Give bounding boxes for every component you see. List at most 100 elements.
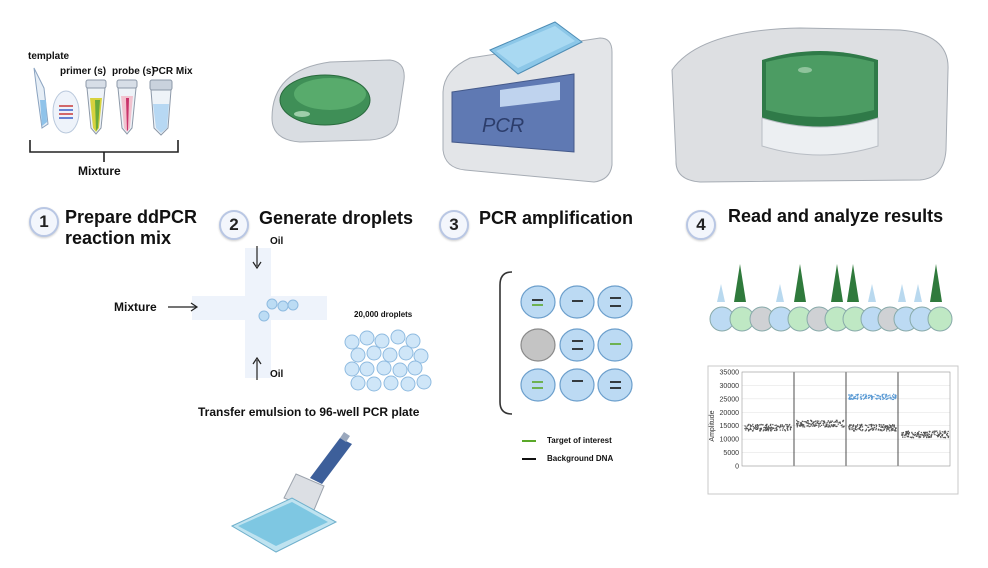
negative-droplet-point [922, 431, 925, 434]
negative-droplet-point [779, 427, 781, 429]
negative-droplet-point [801, 425, 803, 427]
negative-droplet-point [933, 431, 935, 434]
negative-droplet-point [886, 426, 889, 428]
negative-droplet-point [908, 431, 911, 434]
negative-droplet-point [789, 428, 792, 430]
negative-droplet-point [769, 427, 771, 429]
negative-droplet-point [881, 429, 883, 431]
negative-droplet-point [842, 420, 844, 422]
positive-droplet-point [849, 396, 851, 398]
negative-droplet-point [770, 430, 772, 432]
negative-droplet-point [907, 430, 909, 433]
negative-droplet-point [810, 423, 812, 425]
positive-droplet-point [854, 397, 856, 400]
negative-droplet-point [829, 426, 832, 428]
negative-droplet-point [905, 431, 908, 434]
negative-droplet-point [818, 426, 820, 428]
positive-droplet-point [848, 397, 850, 400]
negative-droplet-point [757, 426, 759, 428]
positive-droplet-point [852, 398, 854, 400]
positive-droplet-point [885, 393, 887, 396]
negative-droplet-point [755, 424, 757, 427]
negative-droplet-point [944, 432, 946, 434]
negative-droplet-point [944, 437, 947, 439]
negative-droplet-point [822, 424, 825, 426]
96-well-plate-icon [230, 497, 338, 553]
negative-droplet-point [919, 434, 921, 436]
negative-droplet-point [836, 421, 838, 423]
pcr-droplet-grid [520, 285, 633, 402]
negative-droplet-point [771, 428, 773, 431]
positive-droplet-point [856, 397, 858, 400]
positive-droplet-point [882, 398, 884, 400]
positive-droplet-point [856, 398, 858, 400]
step-2-number: 2 [219, 210, 249, 240]
negative-droplet-point [894, 430, 896, 432]
fluorescence-peaks [717, 264, 942, 302]
negative-droplet-point [893, 426, 895, 428]
negative-droplet-point [906, 435, 909, 437]
positive-droplet-point [892, 395, 894, 398]
y-axis-label: Amplitude [709, 410, 716, 441]
negative-droplet-point [873, 426, 875, 428]
positive-droplet-point [877, 397, 879, 399]
negative-droplet-point [887, 426, 890, 428]
negative-droplet-point [878, 424, 881, 426]
negative-droplet-point [888, 428, 890, 430]
positive-droplet-point [864, 395, 867, 397]
positive-droplet-point [864, 396, 867, 398]
negative-droplet-point [944, 430, 947, 432]
negative-droplet-point [893, 424, 895, 426]
negative-droplet-point [805, 422, 807, 424]
negative-droplet-point [912, 436, 914, 438]
negative-droplet-point [767, 426, 769, 428]
negative-droplet-point [843, 425, 845, 427]
negative-droplet-point [885, 425, 887, 427]
negative-droplet-point [776, 426, 778, 428]
positive-droplet-point [886, 398, 888, 400]
negative-droplet-point [833, 424, 835, 426]
negative-droplet-point [751, 430, 754, 432]
negative-droplet-point [825, 423, 827, 425]
negative-droplet-point [918, 437, 920, 439]
positive-droplet-point [889, 396, 892, 398]
positive-droplet-point [894, 398, 896, 400]
negative-droplet-point [818, 423, 820, 425]
positive-droplet-point [888, 395, 890, 397]
negative-droplet-point [901, 433, 903, 435]
negative-droplet-point [799, 425, 801, 427]
amplitude-chart: Amplitude 350003000025000200001500010000… [707, 365, 959, 495]
negative-droplet-point [881, 426, 884, 429]
negative-droplet-point [756, 425, 759, 427]
negative-droplet-point [828, 424, 830, 426]
negative-droplet-point [905, 434, 907, 436]
negative-droplet-point [895, 430, 897, 432]
negative-droplet-point [919, 436, 922, 438]
droplet-cluster [344, 329, 432, 392]
negative-droplet-point [850, 424, 853, 426]
negative-droplet-point [752, 425, 755, 428]
negative-droplet-point [760, 428, 762, 430]
positive-droplet-point [865, 397, 867, 399]
negative-droplet-point [852, 426, 854, 428]
negative-droplet-point [773, 429, 776, 432]
negative-droplet-point [752, 423, 754, 425]
negative-droplet-point [759, 430, 761, 432]
negative-droplet-point [938, 433, 941, 435]
negative-droplet-point [930, 436, 933, 438]
negative-droplet-point [765, 429, 767, 432]
negative-droplet-point [806, 420, 809, 422]
positive-droplet-point [883, 397, 885, 399]
positive-droplet-point [863, 393, 865, 396]
negative-droplet-point [941, 433, 944, 436]
probe-label: probe (s) [112, 66, 155, 77]
negative-droplet-point [928, 430, 930, 433]
negative-droplet-point [926, 431, 928, 433]
negative-droplet-point [919, 435, 921, 438]
negative-droplet-point [821, 420, 823, 422]
droplet-mixture-label: Mixture [114, 300, 157, 314]
negative-droplet-point [873, 424, 875, 426]
negative-droplet-point [784, 429, 786, 431]
negative-droplet-point [819, 425, 821, 427]
negative-droplet-point [818, 424, 820, 426]
